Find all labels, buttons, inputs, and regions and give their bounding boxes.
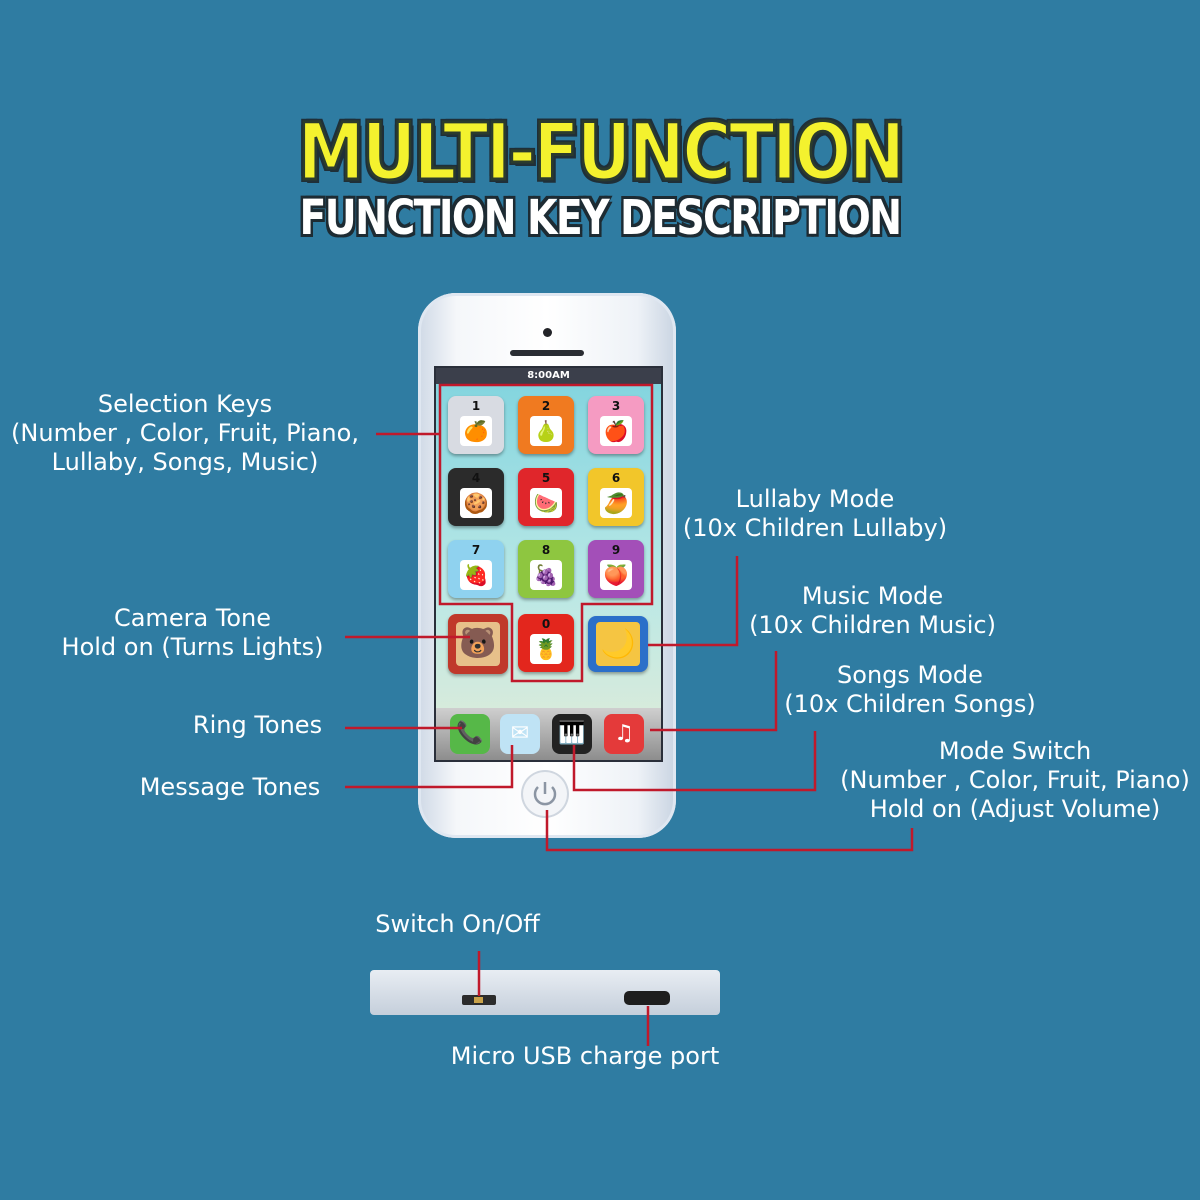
selection-key-1[interactable]: 1🍊 [448,396,504,454]
selection-key-6[interactable]: 6🥭 [588,468,644,526]
cookie-icon: 🍪 [460,488,492,518]
music-mode-line [650,651,778,732]
selection-key-7[interactable]: 7🍓 [448,540,504,598]
selection-key-4[interactable]: 4🍪 [448,468,504,526]
bear-camera-icon: 🐻 [456,622,500,666]
piano-icon[interactable]: 🎹 [552,714,592,754]
selection-keys-label: Selection Keys(Number , Color, Fruit, Pi… [11,390,359,476]
selection-key-9[interactable]: 9🍑 [588,540,644,598]
mode-switch-label: Mode Switch(Number , Color, Fruit, Piano… [840,737,1190,823]
selection-keys-outline [438,383,654,683]
lullaby-mode-key[interactable]: 🌙 [588,616,648,672]
music-mode-label: Music Mode(10x Children Music) [749,582,996,639]
message-icon[interactable]: ✉ [500,714,540,754]
selection-key-8[interactable]: 8🍇 [518,540,574,598]
power-icon [533,782,557,806]
subtitle: FUNCTION KEY DESCRIPTION [299,190,902,246]
message-tones-line [345,745,514,789]
key-number: 7 [471,543,481,557]
ring-tones-label: Ring Tones [192,711,323,739]
camera-tone-key[interactable]: 🐻 [448,614,508,674]
apple-icon: 🍎 [600,416,632,446]
selection-key-2[interactable]: 2🍐 [518,396,574,454]
phone-screen: 8:00AM 1🍊2🍐3🍎4🍪5🍉6🥭7🍓8🍇9🍑0🍍 🐻 🌙 📞 ✉ 🎹 ♫ [434,366,663,762]
selection-key-5[interactable]: 5🍉 [518,468,574,526]
mode-switch-line [545,810,914,852]
switch-on-off-label: Switch On/Off [375,910,540,938]
power-mode-button[interactable] [523,772,567,816]
usb-port-label: Micro USB charge port [450,1042,720,1070]
songs-mode-line [572,731,817,792]
key-number: 8 [541,543,551,557]
selection-key-3[interactable]: 3🍎 [588,396,644,454]
key-number: 4 [471,471,481,485]
pineapple-icon: 🍍 [530,634,562,664]
orange-icon: 🍊 [460,416,492,446]
dock-bar: 📞 ✉ 🎹 ♫ [436,708,661,760]
lullaby-mode-line [648,556,739,647]
strawberry-icon: 🍓 [460,560,492,590]
mango-icon: 🥭 [600,488,632,518]
watermelon-icon: 🍉 [530,488,562,518]
lullaby-mode-label: Lullaby Mode(10x Children Lullaby) [682,485,948,542]
front-camera-icon [543,328,552,337]
key-number: 3 [611,399,621,413]
pear-icon: 🍐 [530,416,562,446]
status-bar: 8:00AM [436,368,661,384]
key-number: 6 [611,471,621,485]
key-number: 5 [541,471,551,485]
earpiece-speaker [510,350,584,356]
moon-lullaby-icon: 🌙 [596,622,640,666]
power-switch[interactable] [462,995,496,1005]
grapes-icon: 🍇 [530,560,562,590]
music-note-icon[interactable]: ♫ [604,714,644,754]
key-number: 2 [541,399,551,413]
key-number: 9 [611,543,621,557]
key-number: 1 [471,399,481,413]
selection-key-0[interactable]: 0🍍 [518,614,574,672]
songs-mode-label: Songs Mode(10x Children Songs) [784,661,1036,718]
phone-call-icon[interactable]: 📞 [450,714,490,754]
message-tones-label: Message Tones [139,773,321,801]
peach-icon: 🍑 [600,560,632,590]
micro-usb-port [624,991,670,1005]
key-number: 0 [541,617,551,631]
main-title: MULTI-FUNCTION [296,107,906,200]
